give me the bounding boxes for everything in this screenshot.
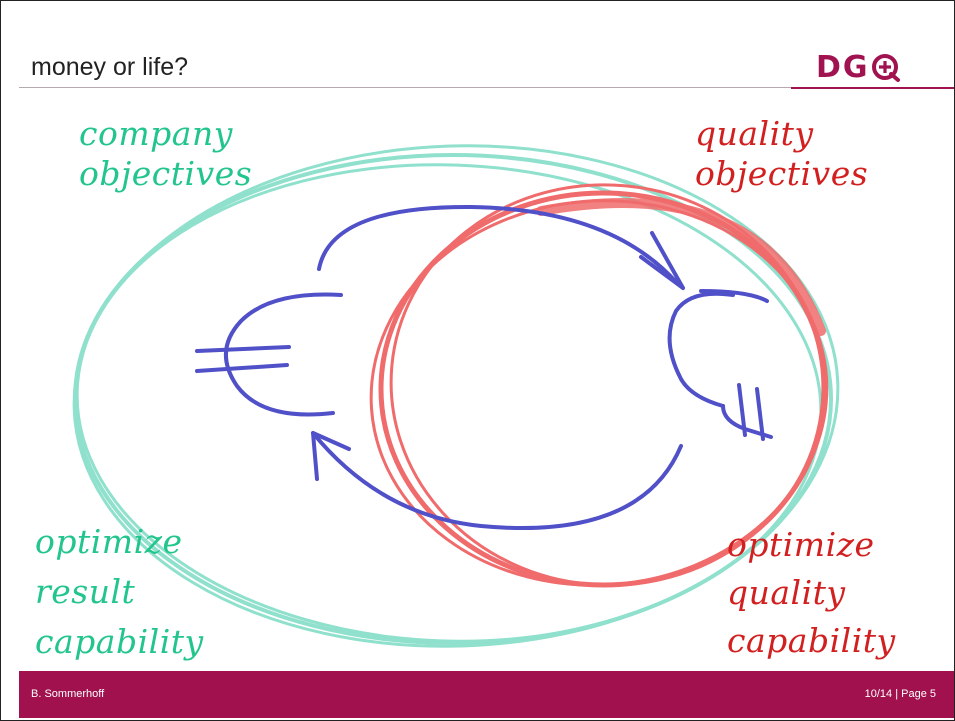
optimize-result-line-3: capability bbox=[35, 622, 204, 661]
dgq-logo: DG bbox=[816, 51, 905, 85]
quality-objectives-line-1: quality bbox=[695, 114, 814, 153]
title-divider bbox=[19, 87, 937, 88]
quality-objectives-line-2: objectives bbox=[695, 154, 869, 193]
pound-sign-icon bbox=[667, 289, 773, 441]
euro-sign-icon bbox=[195, 292, 343, 417]
optimize-quality-capability-label: optimize quality capability bbox=[727, 521, 896, 665]
company-objectives-line-1: company bbox=[79, 114, 233, 153]
quality-objectives-circle bbox=[369, 183, 829, 588]
quality-objectives-label: quality objectives bbox=[695, 114, 868, 194]
company-objectives-line-2: objectives bbox=[79, 154, 253, 193]
cycle-arrows bbox=[311, 204, 685, 531]
top-arrow bbox=[317, 204, 679, 285]
logo-letters: DG bbox=[816, 50, 870, 85]
footer-page-number: 10/14 | Page 5 bbox=[864, 688, 936, 700]
optimize-quality-line-1: optimize bbox=[727, 525, 875, 564]
optimize-result-line-2: result bbox=[35, 572, 136, 611]
footer-author: B. Sommerhoff bbox=[31, 688, 105, 700]
bottom-arrow-head bbox=[311, 431, 351, 481]
optimize-quality-line-3: capability bbox=[727, 621, 896, 660]
optimize-result-capability-label: optimize result capability bbox=[35, 517, 204, 667]
slide-title: money or life? bbox=[31, 53, 189, 81]
bottom-arrow bbox=[311, 431, 683, 531]
company-objectives-label: company objectives bbox=[79, 114, 252, 194]
logo-underline bbox=[791, 87, 954, 89]
optimize-result-line-1: optimize bbox=[35, 522, 183, 561]
footer-bar: B. Sommerhoff 10/14 | Page 5 bbox=[19, 671, 954, 718]
optimize-quality-line-2: quality bbox=[727, 573, 846, 612]
logo-q-plus-icon bbox=[871, 53, 905, 83]
top-arrow-head bbox=[639, 231, 685, 290]
